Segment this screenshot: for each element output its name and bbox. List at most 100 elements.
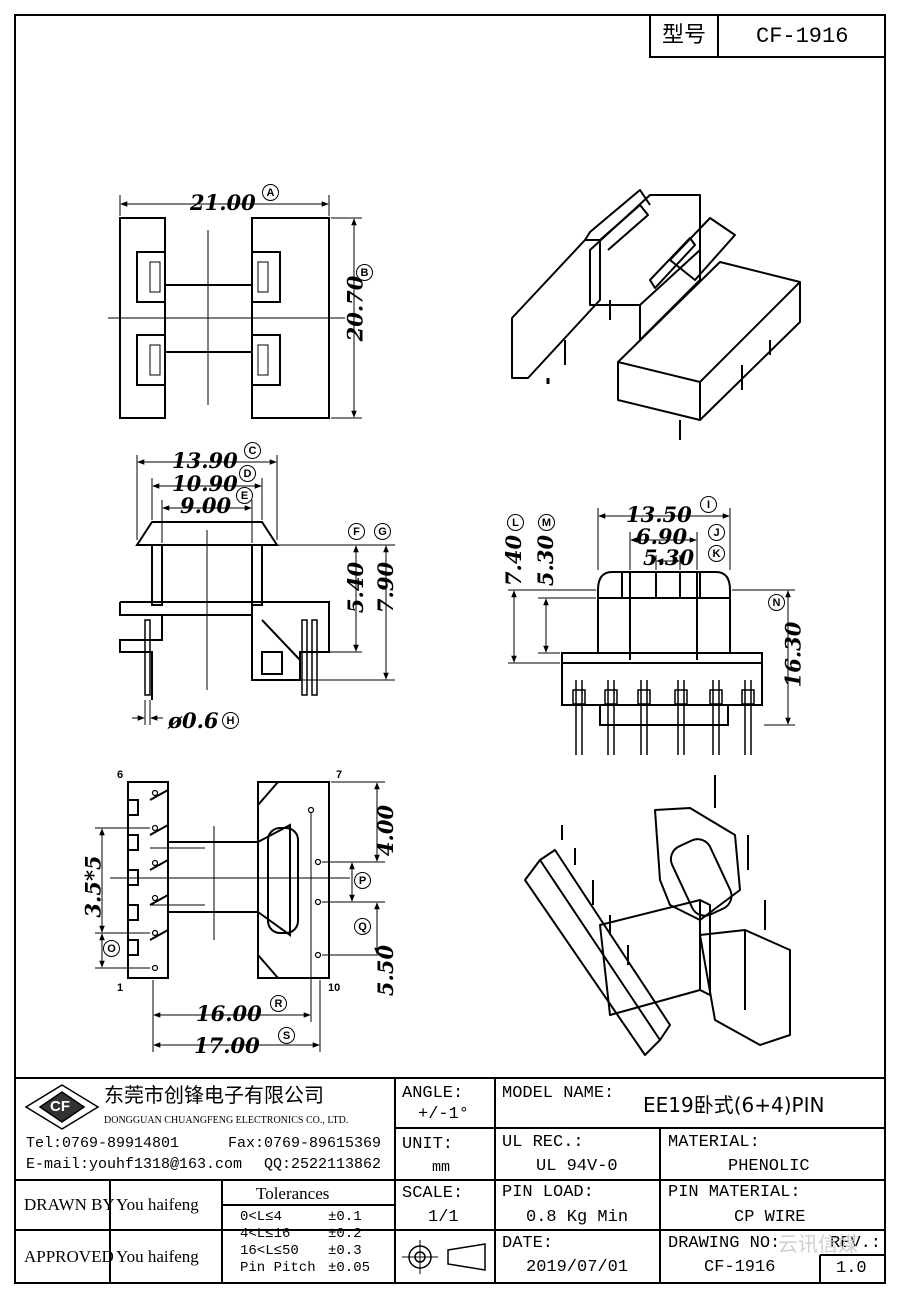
tolerance-value-3: ±0.3 (328, 1243, 362, 1259)
drawing-no-label: DRAWING NO: (668, 1234, 781, 1253)
pin-number-10: 10 (328, 982, 341, 994)
tolerance-range-3: 16<L≤50 (240, 1243, 299, 1259)
logo-text: CF (50, 1098, 70, 1115)
company-name-cn: 东莞市创锋电子有限公司 (104, 1083, 324, 1107)
pin-load-label: PIN LOAD: (502, 1183, 594, 1202)
dim-front-h1: 7.40 (501, 534, 527, 587)
approved-value: You haifeng (116, 1247, 199, 1266)
company-qq: QQ:2522113862 (264, 1156, 382, 1173)
marker-m: M (538, 514, 555, 531)
watermark: 云讯信媒 (778, 1232, 858, 1256)
approved-label: APPROVED (24, 1247, 114, 1266)
tolerance-range-2: 4<L≤16 (240, 1226, 291, 1242)
date-value: 2019/07/01 (526, 1258, 629, 1277)
iso-view-top (511, 189, 801, 440)
front-view-dims (508, 508, 795, 726)
bottom-view-centerlines (110, 826, 350, 940)
scale-value: 1/1 (428, 1208, 459, 1227)
tolerance-value-2: ±0.2 (328, 1226, 362, 1242)
drawn-by-value: You haifeng (116, 1195, 199, 1214)
title-block-grid (14, 1077, 886, 1284)
dim-side-h1: 5.40 (343, 561, 369, 614)
marker-j: J (708, 524, 725, 541)
marker-h: H (222, 712, 239, 729)
front-view-pins (572, 680, 755, 755)
dim-front-h2: 5.30 (533, 534, 559, 587)
company-fax: Fax:0769-89615369 (228, 1135, 382, 1152)
marker-r: R (270, 995, 287, 1012)
tolerance-value-4: ±0.05 (328, 1260, 371, 1276)
marker-s: S (278, 1027, 295, 1044)
dim-bottom-h2: 5.50 (373, 944, 399, 997)
dim-front-w3: 5.30 (643, 545, 695, 570)
dim-bottom-pitch: 3.5*5 (80, 855, 106, 918)
dim-front-h3: 16.30 (780, 621, 806, 688)
marker-q: Q (354, 918, 371, 935)
marker-i: I (700, 496, 717, 513)
marker-f: F (348, 523, 365, 540)
company-name-en: DONGGUAN CHUANGFENG ELECTRONICS CO., LTD… (104, 1115, 349, 1126)
ul-rec-value: UL 94V-0 (536, 1157, 618, 1176)
angle-label: ANGLE: (402, 1084, 464, 1103)
top-view-dims (119, 195, 362, 419)
unit-label: UNIT: (402, 1135, 454, 1154)
company-email: E-mail:youhf1318@163.com (26, 1156, 243, 1173)
angle-value: +/-1° (418, 1105, 470, 1124)
iso-view-bottom (524, 775, 791, 1056)
marker-d: D (239, 465, 256, 482)
pin-number-6: 6 (117, 769, 124, 781)
company-tel: Tel:0769-89914801 (26, 1135, 180, 1152)
side-view (119, 521, 330, 700)
model-box (649, 14, 886, 58)
scale-label: SCALE: (402, 1184, 464, 1203)
model-label: 型号 (662, 23, 707, 48)
drawing-no-value: CF-1916 (704, 1258, 776, 1277)
dim-top-width: 21.00 (190, 190, 256, 215)
projection-symbol (402, 1240, 486, 1274)
pin-number-7: 7 (336, 769, 343, 781)
dim-side-h2: 7.90 (373, 561, 399, 614)
front-view (561, 571, 763, 726)
dim-bottom-w2: 17.00 (194, 1033, 260, 1058)
dim-bottom-w1: 16.00 (196, 1001, 262, 1026)
tolerance-value-1: ±0.1 (328, 1209, 362, 1225)
dim-front-w2: 6.90 (636, 524, 688, 549)
marker-c: C (244, 442, 261, 459)
marker-l: L (507, 514, 524, 531)
material-label: MATERIAL: (668, 1133, 760, 1152)
marker-n: N (768, 594, 785, 611)
rev-label: REV.: (830, 1234, 882, 1253)
dim-side-w3: 9.00 (180, 493, 232, 518)
tolerance-range-1: 0<L≤4 (240, 1209, 283, 1225)
bottom-view-dims (95, 781, 385, 1052)
pin-material-value: CP WIRE (734, 1208, 806, 1227)
pin-load-value: 0.8 Kg Min (526, 1208, 629, 1227)
rev-value: 1.0 (836, 1259, 867, 1278)
dim-top-height: 20.70 (342, 275, 368, 342)
dim-side-w2: 10.90 (172, 471, 238, 496)
pin-material-label: PIN MATERIAL: (668, 1183, 801, 1202)
marker-a: A (262, 184, 279, 201)
bottom-view-pins (151, 789, 322, 972)
company-logo (24, 1084, 100, 1130)
side-view-dims (132, 455, 395, 725)
dim-front-w1: 13.50 (626, 502, 692, 527)
dim-pin-diameter: ø0.6 (168, 708, 219, 733)
marker-g: G (374, 523, 391, 540)
marker-b: B (356, 264, 373, 281)
model-name-label: MODEL NAME: (502, 1084, 615, 1103)
marker-o: O (103, 940, 120, 957)
date-label: DATE: (502, 1234, 554, 1253)
pin-number-1: 1 (117, 982, 124, 994)
model-name-value: EE19卧式(6+4)PIN (643, 1093, 825, 1117)
marker-e: E (236, 487, 253, 504)
marker-p: P (354, 872, 371, 889)
ul-rec-label: UL REC.: (502, 1133, 584, 1152)
material-value: PHENOLIC (728, 1157, 810, 1176)
unit-value: mm (432, 1159, 451, 1176)
top-view-centerlines (108, 230, 345, 405)
dim-bottom-h1: 4.00 (373, 804, 399, 857)
drawn-by-label: DRAWN BY (24, 1195, 115, 1214)
model-number: CF-1916 (756, 24, 849, 49)
